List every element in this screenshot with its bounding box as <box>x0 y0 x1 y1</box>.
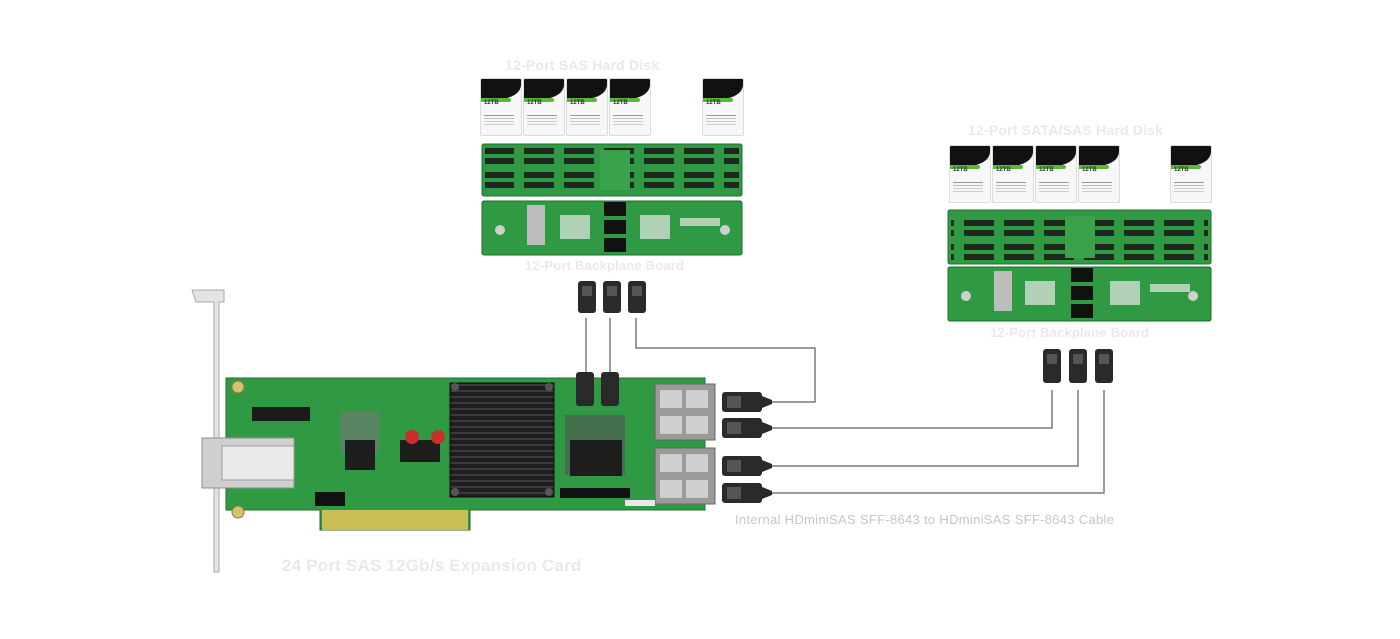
sas-connector-group-top <box>578 281 646 313</box>
top-backplane-front <box>481 143 743 197</box>
top-enclosure-label: 12-Port SAS Hard Disk <box>505 57 660 73</box>
card-label: 24 Port SAS 12Gb/s Expansion Card <box>282 556 582 575</box>
sas-connector-group-right <box>1043 349 1113 383</box>
hard-drive: 12TB <box>949 145 991 203</box>
hard-drive: 12TB <box>609 78 651 136</box>
right-enclosure-label: 12-Port SATA/SAS Hard Disk <box>968 122 1164 138</box>
top-backplane-rear <box>481 200 743 256</box>
hard-drive: 12TB <box>1170 145 1212 203</box>
hard-drive: 12TB <box>566 78 608 136</box>
top-backplane-label: 12-Port Backplane Board <box>525 258 685 273</box>
right-backplane-front <box>947 209 1212 265</box>
hard-drive: 12TB <box>480 78 522 136</box>
hard-drive: 12TB <box>523 78 565 136</box>
hard-drive: 12TB <box>702 78 744 136</box>
hard-drive: 12TB <box>992 145 1034 203</box>
expansion-card <box>191 289 716 573</box>
cable-caption: Internal HDminiSAS SFF-8643 to HDminiSAS… <box>735 512 1115 527</box>
cable-lines <box>585 318 1105 494</box>
hard-drive: 12TB <box>1078 145 1120 203</box>
right-backplane-rear <box>947 266 1212 322</box>
hard-drive: 12TB <box>1035 145 1077 203</box>
sas-connector-group-card <box>722 392 772 503</box>
right-backplane-label: 12-Port Backplane Board <box>990 325 1150 340</box>
